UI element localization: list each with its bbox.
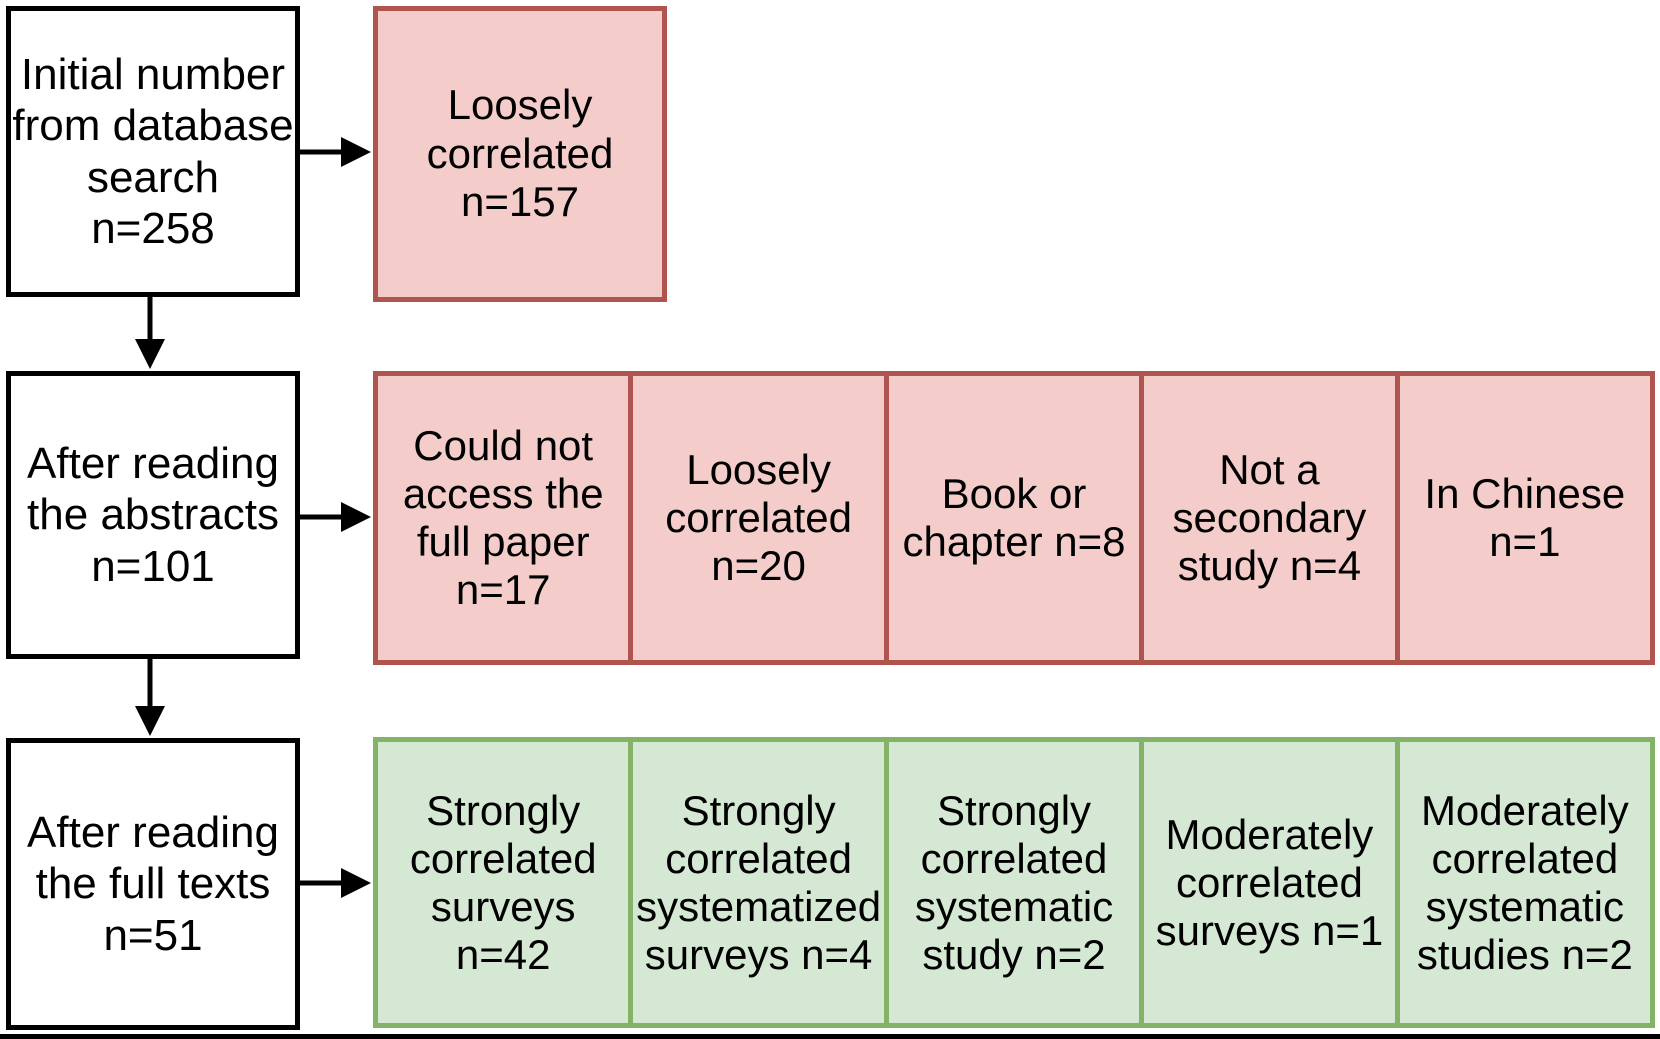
included-box-strongly-correlated-systematic-study: Strongly correlated systematic study n=2 — [883, 737, 1145, 1028]
included-box-label: Strongly correlated surveys n=42 — [409, 786, 597, 978]
stage-box-after-full-texts-label: After reading the full texts n=51 — [27, 808, 279, 960]
excluded-box-label: In Chinese n=1 — [1424, 470, 1626, 565]
excluded-box-loosely-correlated-2: Loosely correlated n=20 — [628, 371, 889, 665]
stage-box-after-abstracts-label: After reading the abstracts n=101 — [27, 439, 279, 591]
excluded-box-loosely-correlated: Loosely correlated n=157 — [373, 6, 667, 302]
stage-box-initial-search: Initial number from database search n=25… — [6, 6, 300, 297]
stage-box-after-full-texts: After reading the full texts n=51 — [6, 738, 300, 1030]
excluded-after-abstracts-row: Could not access the full paper n=17 Loo… — [373, 371, 1656, 665]
excluded-box-label: Not a secondary study n=4 — [1172, 446, 1367, 589]
included-after-full-text-row: Strongly correlated surveys n=42 Strongl… — [373, 737, 1656, 1028]
excluded-box-label: Loosely correlated n=20 — [665, 446, 852, 589]
stage-box-initial-search-label: Initial number from database search n=25… — [12, 50, 294, 253]
stage-box-after-abstracts: After reading the abstracts n=101 — [6, 371, 300, 659]
included-box-strongly-correlated-surveys: Strongly correlated surveys n=42 — [373, 737, 634, 1028]
excluded-box-not-secondary-study: Not a secondary study n=4 — [1139, 371, 1400, 665]
excluded-box-label: Book or chapter n=8 — [902, 470, 1126, 565]
included-box-label: Moderately correlated surveys n=1 — [1155, 810, 1384, 954]
included-box-moderately-correlated-surveys: Moderately correlated surveys n=1 — [1139, 737, 1400, 1028]
included-box-label: Strongly correlated systematized surveys… — [636, 786, 882, 978]
excluded-box-in-chinese: In Chinese n=1 — [1394, 371, 1656, 665]
excluded-box-no-access: Could not access the full paper n=17 — [373, 371, 634, 665]
excluded-box-label: Loosely correlated n=157 — [426, 80, 614, 226]
included-box-label: Moderately correlated systematic studies… — [1416, 786, 1633, 978]
included-box-strongly-correlated-systematized-surveys: Strongly correlated systematized surveys… — [628, 737, 889, 1028]
included-box-label: Strongly correlated systematic study n=2 — [914, 786, 1114, 978]
excluded-box-book-or-chapter: Book or chapter n=8 — [883, 371, 1145, 665]
bottom-rule — [0, 1034, 1660, 1039]
included-box-moderately-correlated-systematic-studies: Moderately correlated systematic studies… — [1394, 737, 1656, 1028]
excluded-box-label: Could not access the full paper n=17 — [402, 422, 604, 613]
